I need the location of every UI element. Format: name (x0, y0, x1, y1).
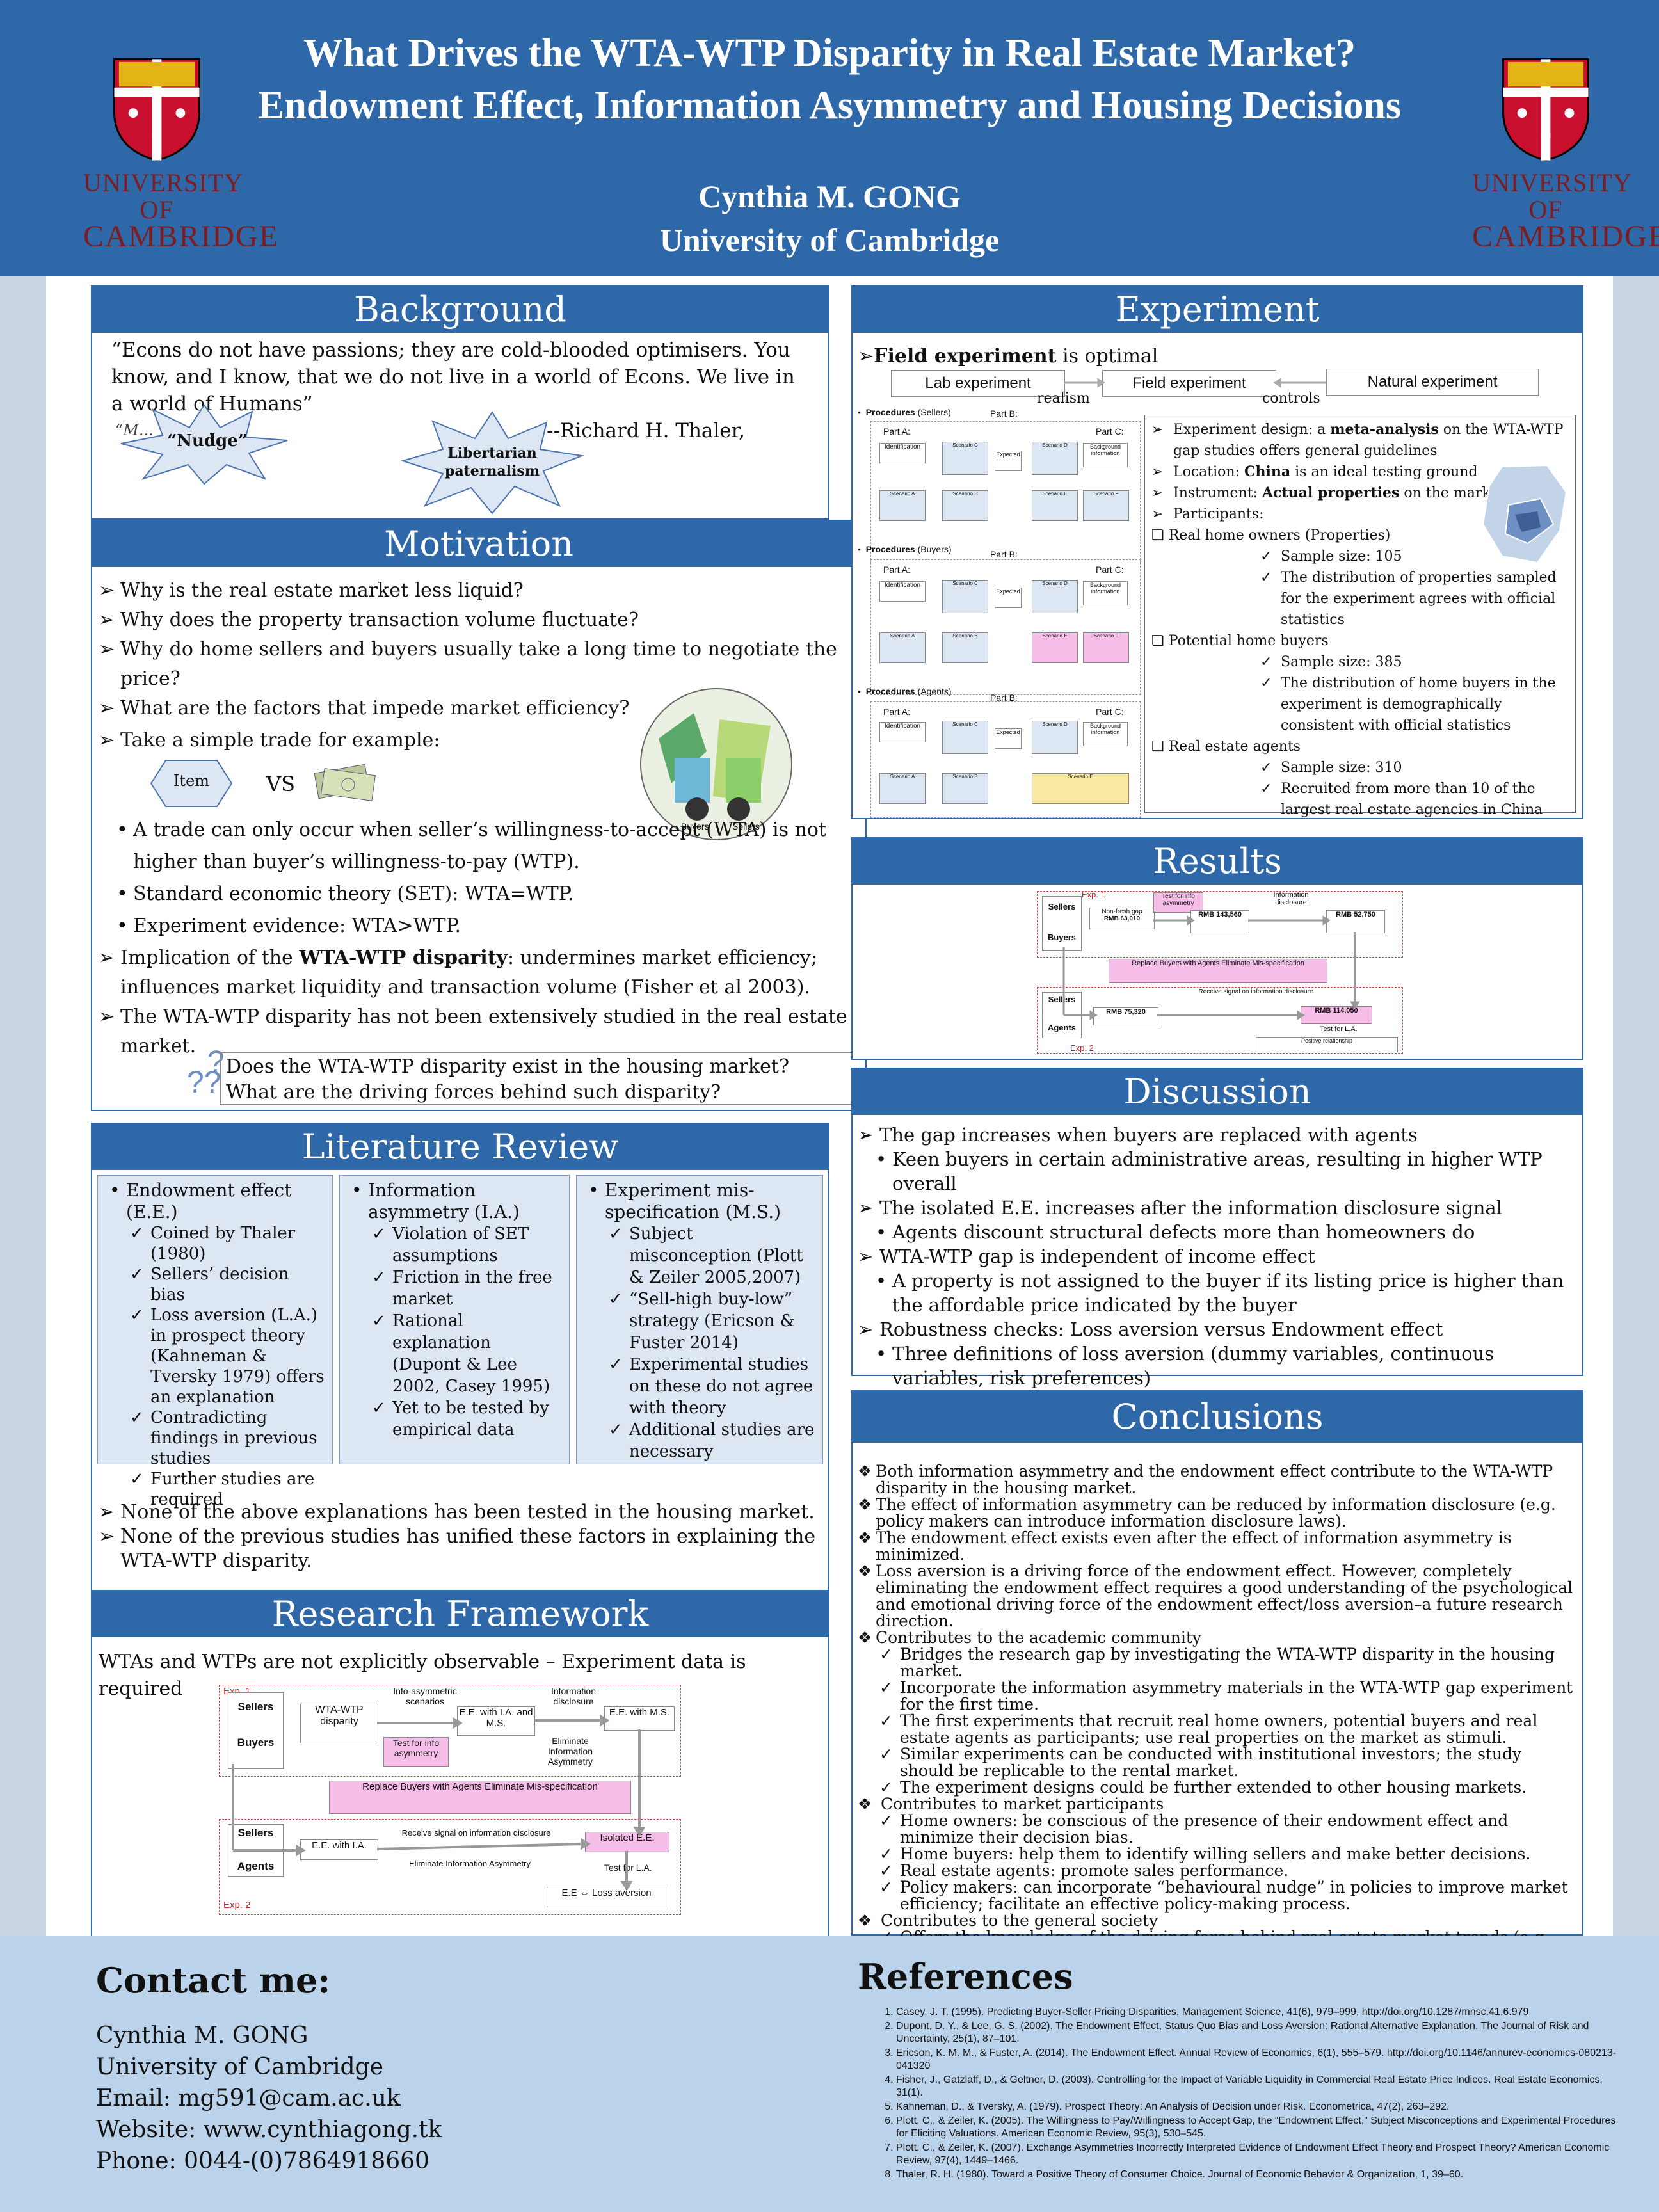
experiment-section: Experiment ➢Field experiment is optimal … (851, 285, 1583, 819)
section-title: Experiment (853, 287, 1582, 333)
list-item: Why do home sellers and buyers usually t… (99, 635, 854, 694)
references-list: Casey, J. T. (1995). Predicting Buyer-Se… (858, 2006, 1619, 2183)
conclusions-section: Conclusions Both information asymmetry a… (851, 1390, 1583, 1962)
lab-experiment-box: Lab experiment (891, 370, 1065, 397)
ee-la-box: E.E ⇔ Loss aversion (547, 1887, 666, 1907)
section-title: Results (853, 838, 1582, 885)
nudge-label: “Nudge” (167, 431, 248, 451)
contact-details: Cynthia M. GONG University of Cambridge … (96, 2023, 442, 2174)
literature-section: Literature Review Endowment effect (E.E.… (91, 1123, 830, 1591)
item-hexagon-icon (150, 760, 233, 807)
email-link[interactable]: Email: mg591@cam.ac.uk (96, 2085, 401, 2112)
natural-experiment-box: Natural experiment (1326, 369, 1539, 396)
author-affiliation: University of Cambridge (659, 222, 1000, 258)
shield-icon (113, 58, 200, 162)
references-title: References (858, 1956, 1073, 1997)
contact-title: Contact me: (96, 1960, 331, 2001)
item-label: Item (173, 772, 210, 790)
conclusions-list: Both information asymmetry and the endow… (858, 1463, 1577, 1962)
motivation-questions: Why is the real estate market less liqui… (99, 576, 854, 723)
test-ia-box: Test for info asymmetry (383, 1737, 449, 1767)
field-experiment-note: ➢Field experiment is optimal (858, 345, 1158, 367)
field-experiment-box: Field experiment (1102, 370, 1276, 397)
list-item: What are the factors that impede market … (99, 694, 854, 723)
section-title: Background (92, 287, 828, 333)
discussion-section: Discussion The gap increases when buyers… (851, 1068, 1583, 1389)
isolated-ee-box: Isolated E.E. (585, 1832, 669, 1852)
framework-section: Research Framework WTAs and WTPs are not… (91, 1590, 830, 1938)
nudge-burst-icon (120, 404, 288, 485)
literature-footnotes: None of the above explanations has been … (99, 1500, 822, 1573)
footer-band (0, 1936, 1659, 2212)
author-name: Cynthia M. GONG (698, 179, 961, 214)
section-title: Conclusions (853, 1391, 1582, 1443)
section-title: Research Framework (92, 1591, 828, 1637)
list-item: A trade can only occur when seller’s wil… (111, 814, 854, 878)
vs-label: VS (266, 772, 296, 796)
wta-wtp-box: WTA-WTP disparity (300, 1704, 378, 1743)
paternalism-label: Libertarian paternalism (444, 445, 540, 479)
framework-intro: WTAs and WTPs are not explicitly observa… (99, 1651, 746, 1700)
paternalism-burst-icon (400, 411, 584, 515)
background-section: Background “Econs do not have passions; … (91, 285, 830, 520)
lit-column-misspecification: Experiment mis-specification (M.S.) Subj… (576, 1175, 823, 1464)
results-arrows (1062, 915, 1360, 1020)
website-link[interactable]: Website: www.cynthiagong.tk (96, 2117, 442, 2143)
question-mark-icon: ?? (187, 1066, 221, 1100)
framework-arrows (232, 1714, 646, 1891)
list-item: Why is the real estate market less liqui… (99, 576, 854, 605)
trade-bullets: A trade can only occur when seller’s wil… (111, 814, 854, 942)
beijing-map-icon (1482, 464, 1567, 564)
list-item: The WTA-WTP disparity has not been exten… (99, 1002, 854, 1061)
literature-columns: Endowment effect (E.E.) Coined by Thaler… (97, 1175, 823, 1509)
section-title: Literature Review (92, 1124, 828, 1170)
discussion-list: The gap increases when buyers are replac… (858, 1123, 1577, 1390)
replace-buyers-box: Replace Buyers with Agents Eliminate Mis… (329, 1781, 631, 1814)
implication-list: Implication of the WTA-WTP disparity: un… (99, 943, 854, 1061)
list-item: Standard economic theory (SET): WTA=WTP. (111, 878, 854, 910)
lit-column-info-asymmetry: Information asymmetry (I.A.) Violation o… (339, 1175, 570, 1464)
poster-title-line2: Endowment Effect, Information Asymmetry … (258, 84, 1401, 127)
question-mark-icon: ? (207, 1045, 225, 1079)
shield-icon (1502, 58, 1589, 162)
list-item: Experiment evidence: WTA>WTP. (111, 910, 854, 942)
motivation-section: Motivation Why is the real estate market… (91, 520, 867, 1111)
money-icon (314, 764, 376, 801)
section-title: Discussion (853, 1069, 1582, 1115)
list-item: Why does the property transaction volume… (99, 605, 854, 635)
thaler-quote: “Econs do not have passions; they are co… (111, 339, 795, 442)
poster-title-line1: What Drives the WTA-WTP Disparity in Rea… (303, 31, 1356, 75)
ee-ia-box: E.E. with I.A. (300, 1839, 378, 1860)
research-questions-box: Does the WTA-WTP disparity exist in the … (220, 1052, 860, 1105)
experiment-design-box: Experiment design: a meta-analysis on th… (1144, 415, 1576, 818)
trade-intro: Take a simple trade for example: (99, 727, 611, 754)
lit-column-endowment: Endowment effect (E.E.) Coined by Thaler… (97, 1175, 333, 1509)
experiment-arrows (1064, 378, 1326, 388)
section-title: Motivation (92, 521, 865, 567)
